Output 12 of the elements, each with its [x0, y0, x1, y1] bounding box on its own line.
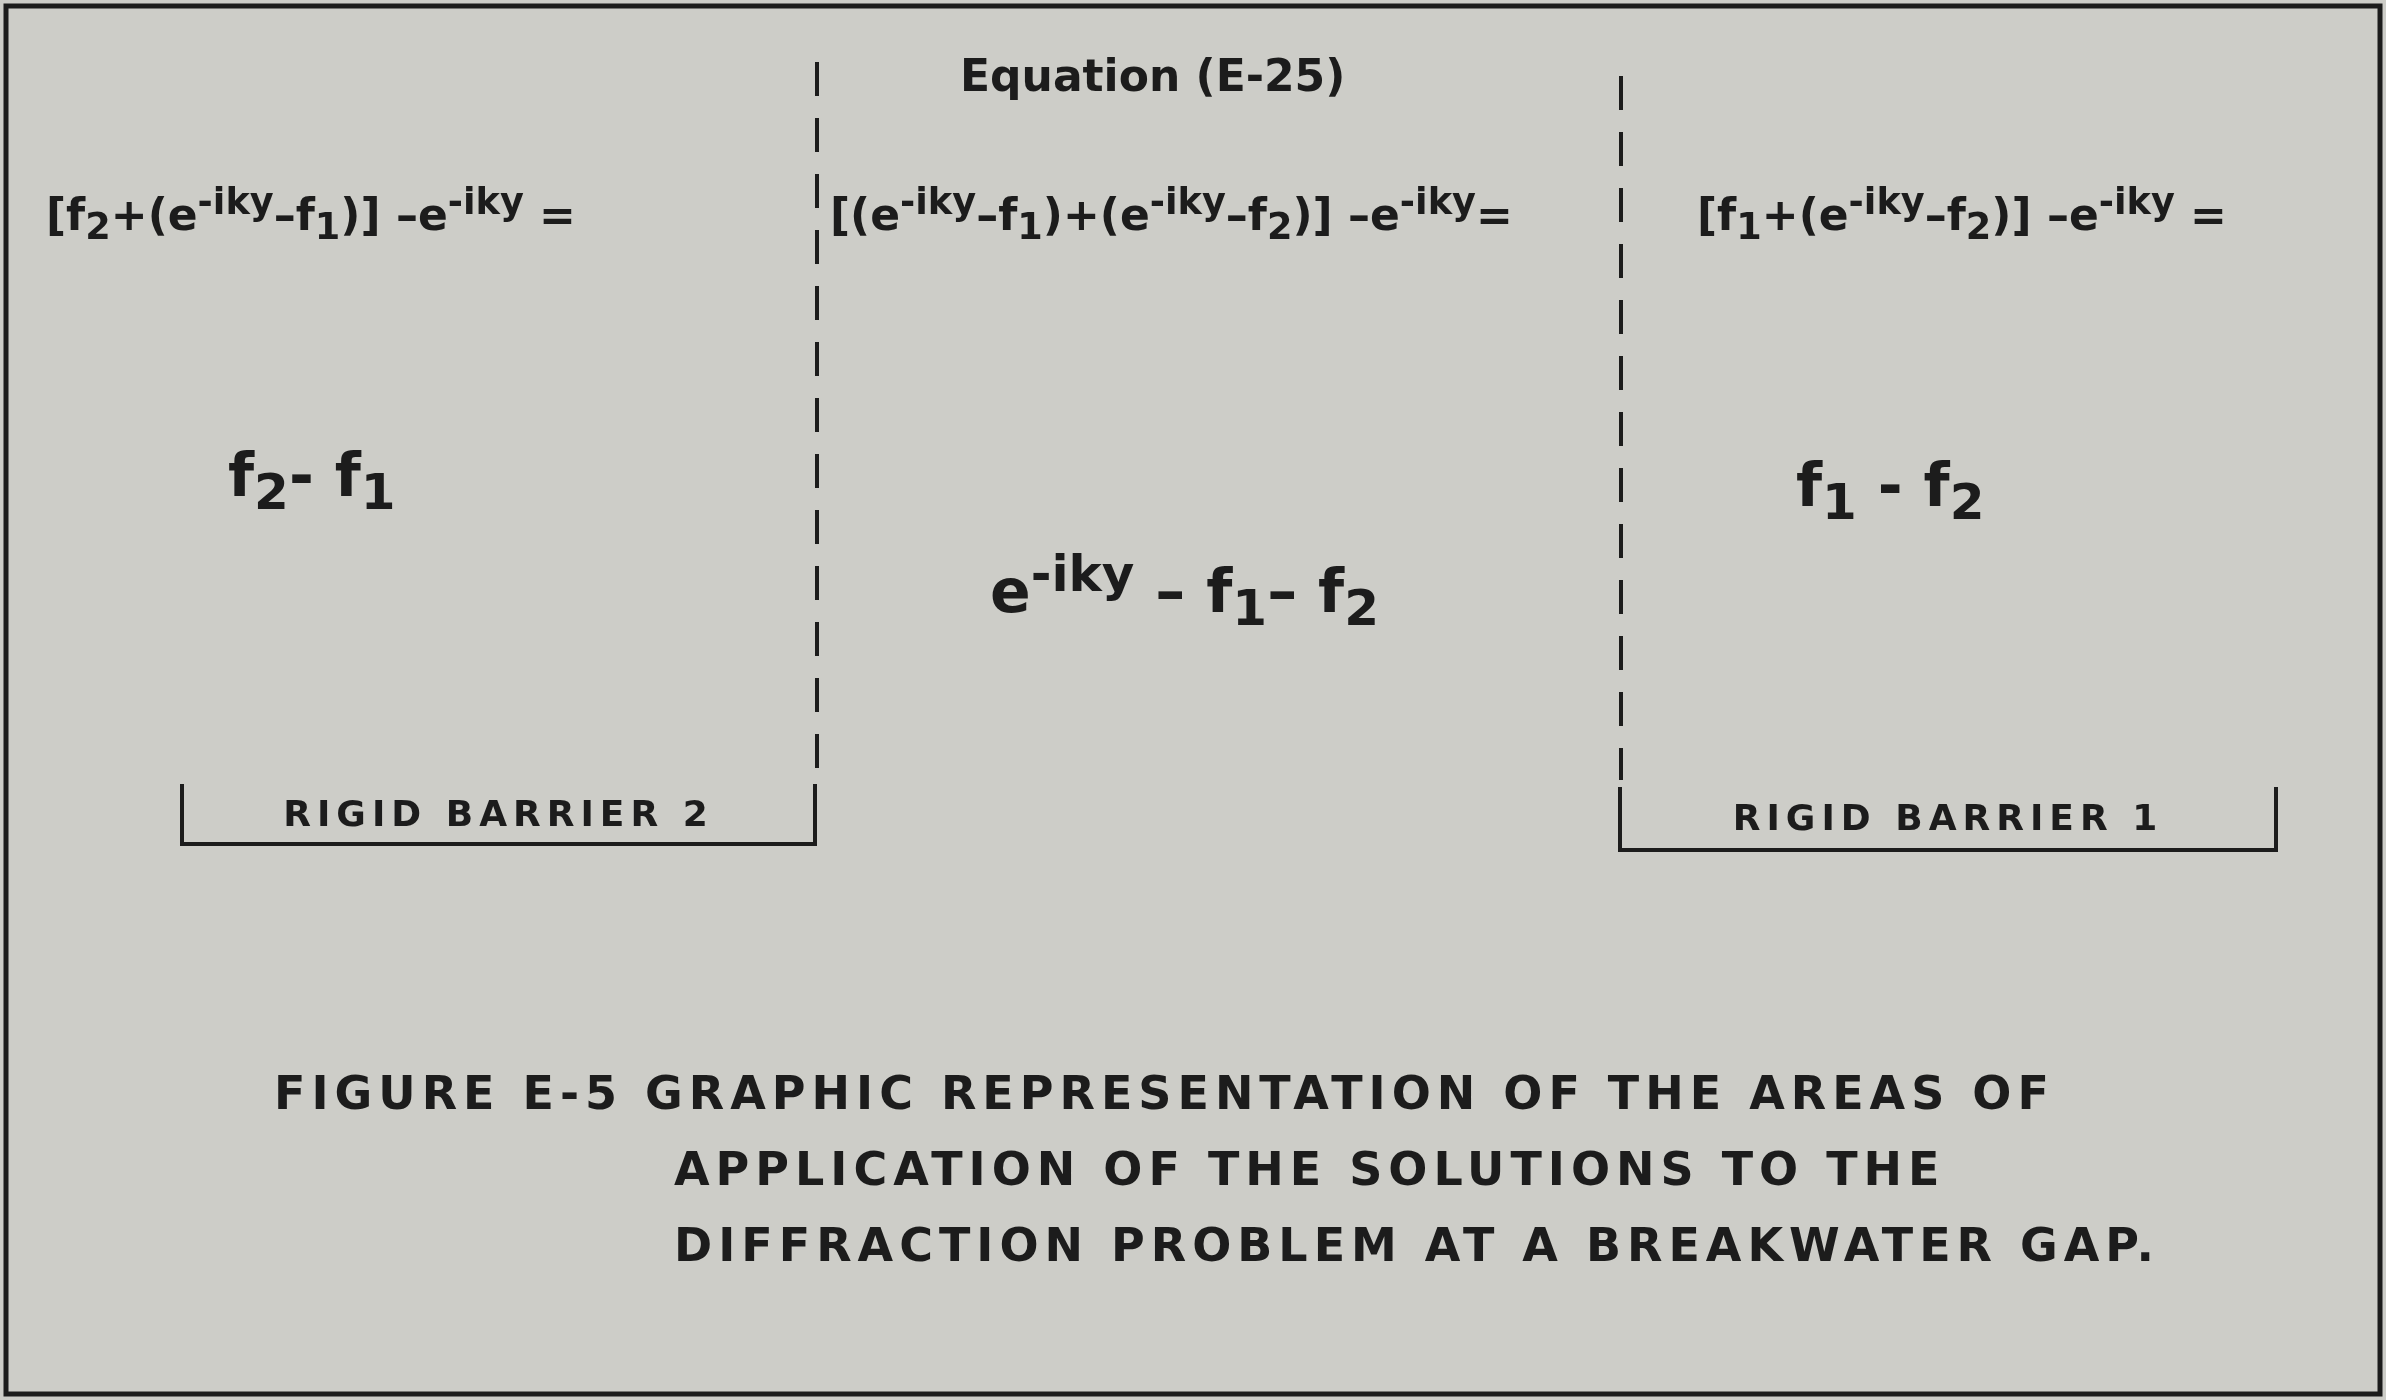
equation: [(e$^{-iky}$–f$_{1}$)+(e$^{-iky}$–f$_{2}$)] –e$^{-iky}$= — [830, 180, 1513, 249]
figure-caption: FIGURE E-5 GRAPHIC REPRESENTATION OF THE AREAS OF APPLICATION OF THE SOLUTIONS TO THE DIFFRACTION PROBLEM AT A BREAKWATER GAP. — [274, 1065, 2162, 1274]
equation-title: Equation (E-25) — [960, 50, 1346, 101]
barrier-box — [180, 784, 817, 846]
barrier-box — [1618, 787, 2278, 852]
equation: [f$_{2}$+(e$^{-iky}$–f$_{1}$)] –e$^{-iky}$ = — [46, 180, 576, 249]
region-solution: f$_{1}$ - f$_{2}$ — [1796, 450, 1985, 531]
equation: [f$_{1}$+(e$^{-iky}$–f$_{2}$)] –e$^{-iky}$ = — [1697, 180, 2227, 249]
region-solution: e$^{-iky}$ – f$_{1}$– f$_{2}$ — [990, 545, 1379, 637]
barrier-label: RIGID BARRIER 1 — [1732, 797, 2164, 838]
barrier-label: RIGID BARRIER 2 — [283, 792, 714, 834]
region-solution: f$_{2}$- f$_{1}$ — [228, 440, 396, 521]
